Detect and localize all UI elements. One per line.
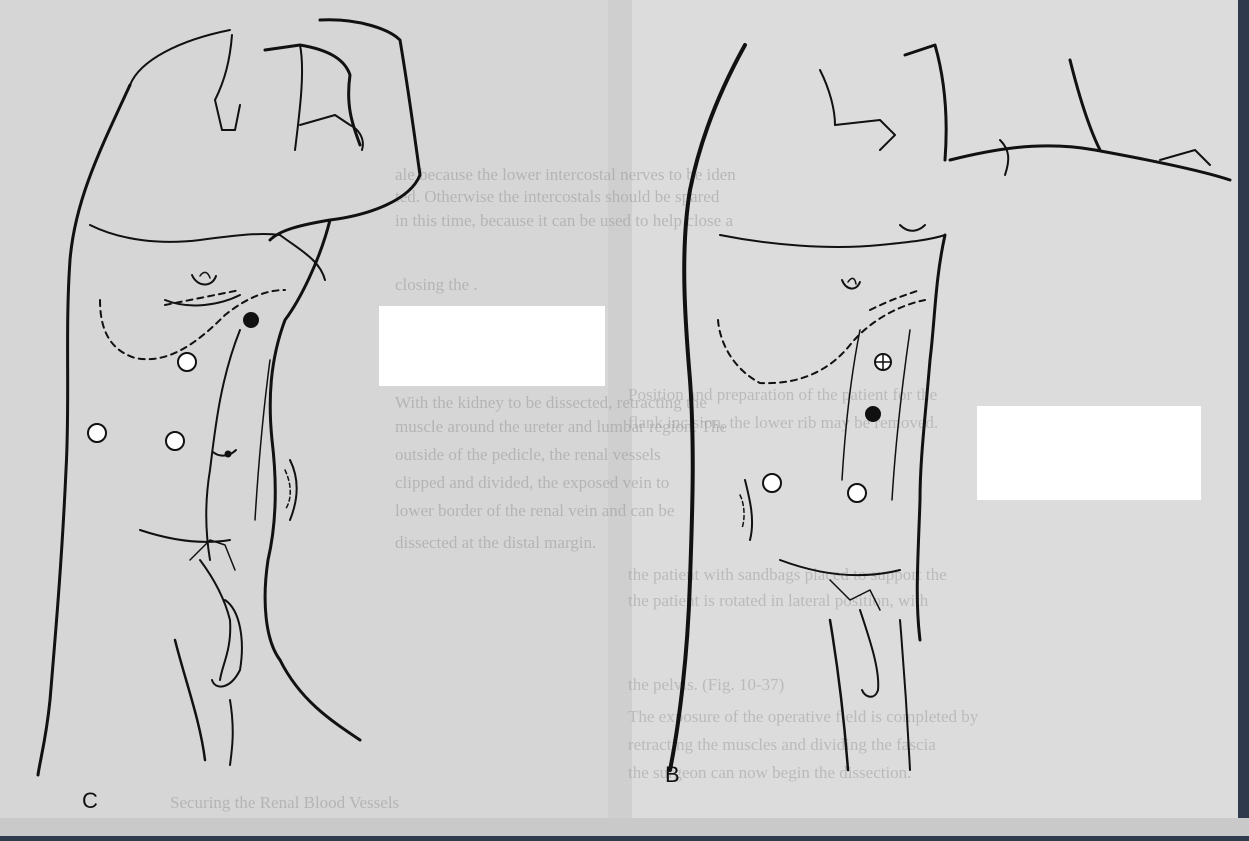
panel-label-b: B (665, 762, 680, 788)
right-frame (1238, 0, 1249, 836)
bottom-strip (0, 818, 1249, 836)
port-open-1 (178, 353, 196, 371)
show-through-line: in this time, because it can be used to … (395, 211, 733, 230)
show-through-line: dissected at the distal margin. (395, 533, 596, 552)
redaction-box-right (977, 406, 1201, 500)
redaction-box-left (379, 306, 605, 386)
port-open-5 (848, 484, 866, 502)
port-open-4 (763, 474, 781, 492)
panel-label-c: C (82, 788, 98, 814)
show-through-line: ted. Otherwise the intercostals should b… (395, 187, 720, 206)
show-through-line: Securing the Renal Blood Vessels (170, 793, 399, 812)
show-through-line: the patient with sandbags placed to supp… (628, 565, 947, 584)
show-through-line: the pelvis. (Fig. 10-37) (628, 675, 784, 694)
port-filled-1 (244, 313, 258, 327)
port-open-2 (88, 424, 106, 442)
show-through-line: closing the . (395, 275, 478, 294)
show-through-line: flank incision, the lower rib may be rem… (628, 413, 938, 432)
port-filled-2 (866, 407, 880, 421)
show-through-line: lower border of the renal vein and can b… (395, 501, 674, 520)
port-open-3 (166, 432, 184, 450)
show-through-line: clipped and divided, the exposed vein to (395, 473, 669, 492)
show-through-line: Position and preparation of the patient … (628, 385, 937, 404)
show-through-line: ale because the lower intercostal nerves… (395, 165, 736, 184)
show-through-line: outside of the pedicle, the renal vessel… (395, 445, 661, 464)
show-through-line: the patient is rotated in lateral positi… (628, 591, 929, 610)
